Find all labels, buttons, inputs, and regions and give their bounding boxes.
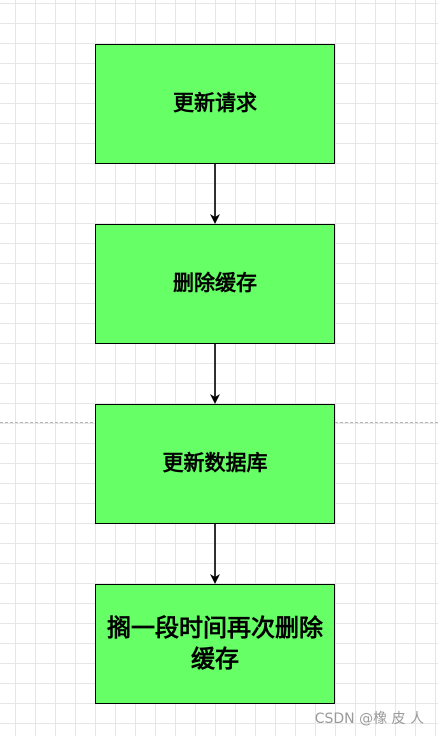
- node-label: 搁一段时间再次删除缓存: [107, 613, 323, 673]
- node-delete-cache[interactable]: 删除缓存: [95, 224, 335, 344]
- node-label: 删除缓存: [173, 271, 257, 296]
- node-update-database[interactable]: 更新数据库: [95, 404, 335, 524]
- node-update-request[interactable]: 更新请求: [95, 44, 335, 164]
- node-wait-then-delete-cache[interactable]: 搁一段时间再次删除缓存: [95, 584, 335, 704]
- node-label: 更新请求: [173, 91, 257, 116]
- watermark: CSDN @橡 皮 人: [314, 711, 424, 727]
- node-label: 更新数据库: [162, 451, 268, 476]
